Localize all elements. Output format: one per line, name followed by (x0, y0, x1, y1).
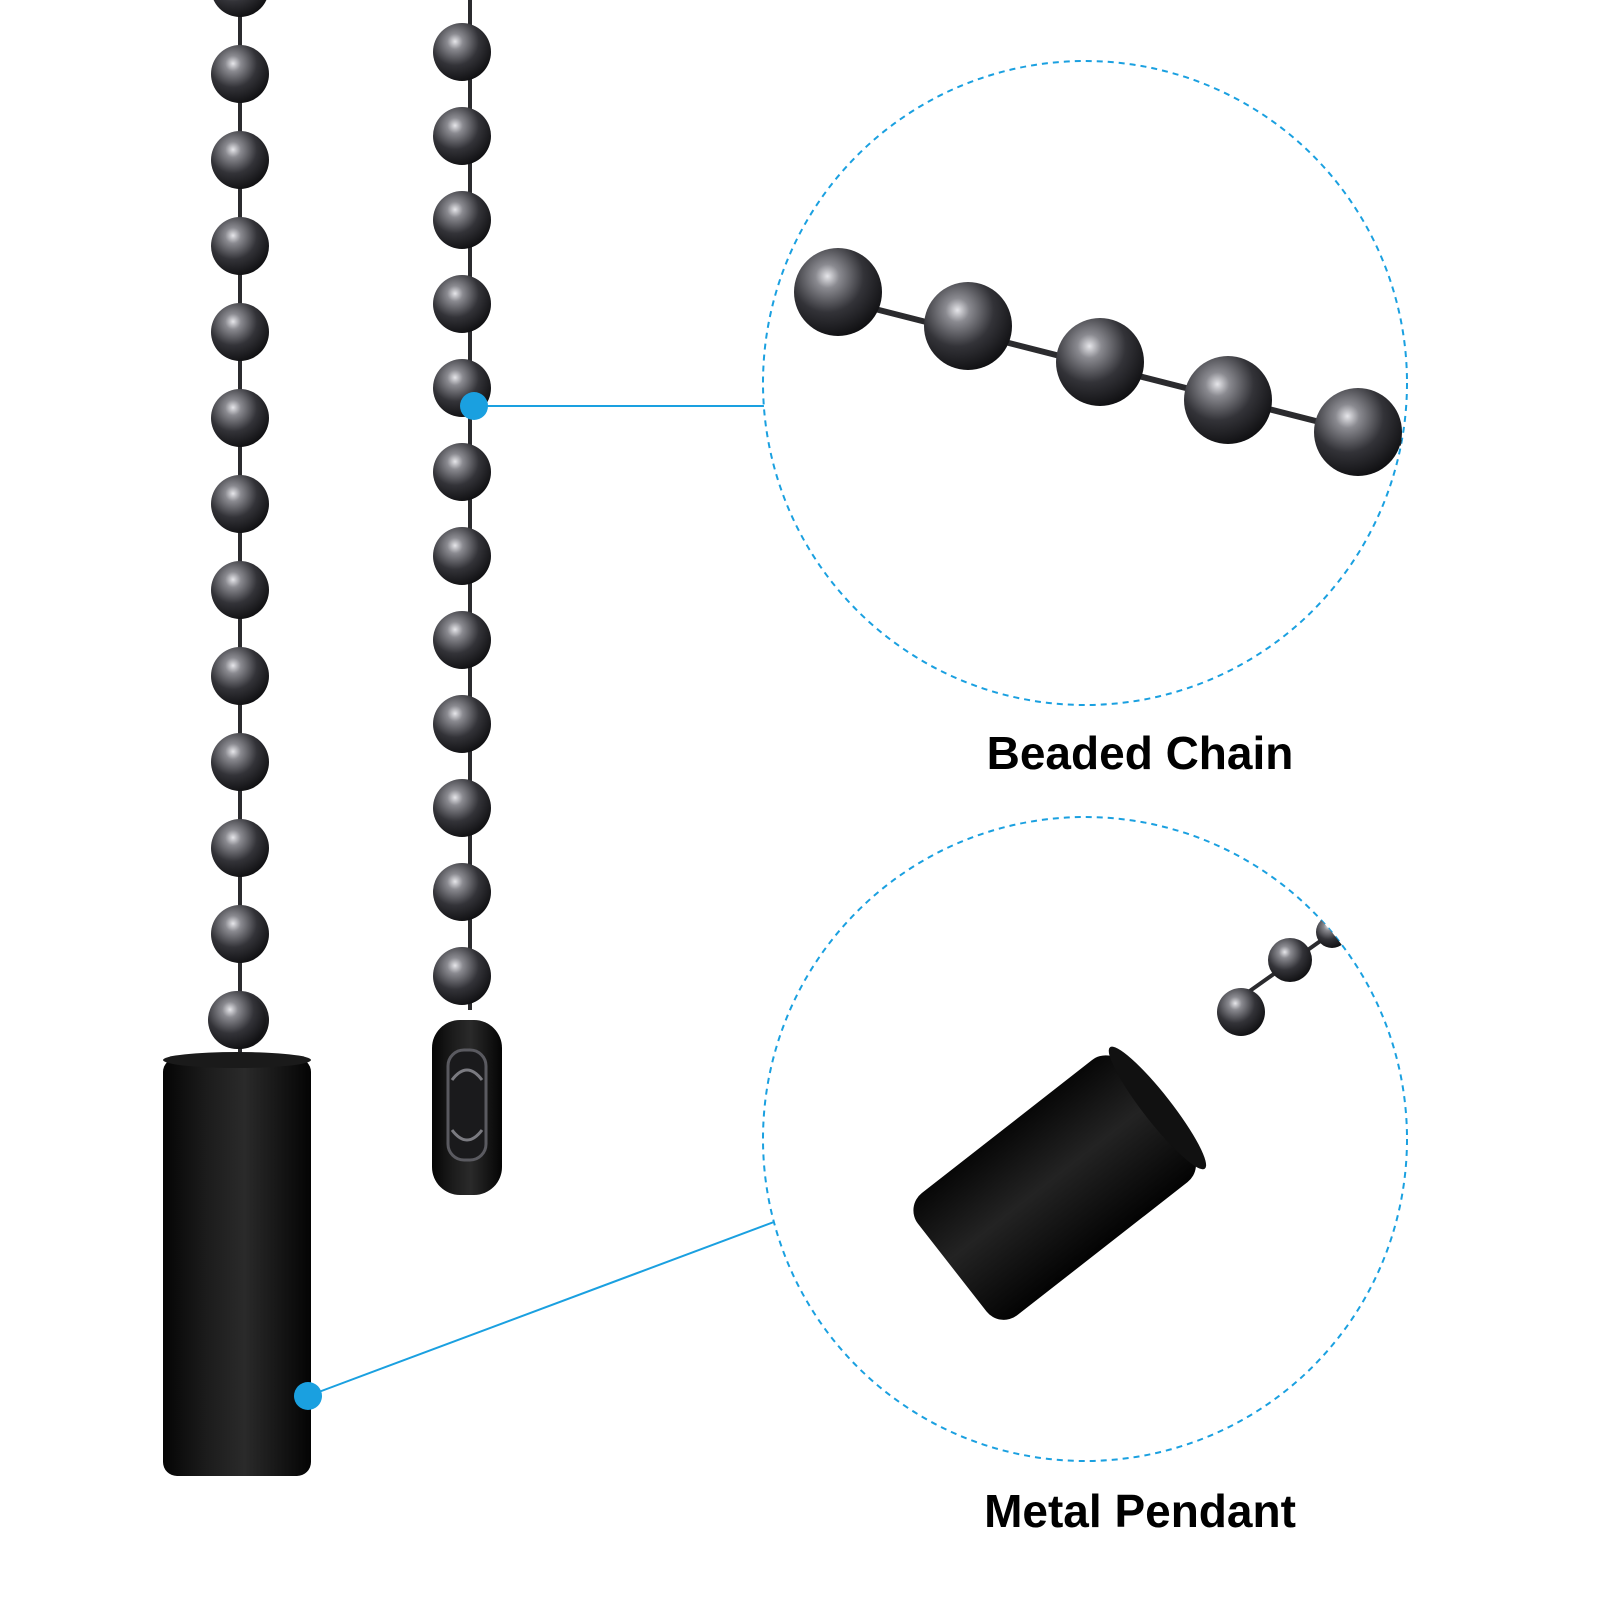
chain-bead (924, 282, 1012, 370)
chain-bead (211, 389, 269, 447)
chain-bead (433, 275, 491, 333)
chain-bead (211, 819, 269, 877)
chain-bead (433, 779, 491, 837)
left-beaded-chain (208, 0, 269, 1055)
chain-bead (211, 217, 269, 275)
chain-bead (211, 733, 269, 791)
chain-bead (1184, 356, 1272, 444)
chain-bead (213, 0, 267, 17)
chain-bead (211, 45, 269, 103)
beaded-chain-label: Beaded Chain (986, 727, 1294, 779)
chain-bead (433, 527, 491, 585)
chain-bead (433, 947, 491, 1005)
chain-bead (211, 475, 269, 533)
chain-bead (433, 107, 491, 165)
beaded-chain-closeup (794, 248, 1407, 476)
metal-pendant-closeup (913, 916, 1352, 1320)
metal-pendant-label: Metal Pendant (984, 1485, 1296, 1537)
pendant-callout (294, 816, 1408, 1462)
chain-bead (433, 863, 491, 921)
chain-bead (433, 695, 491, 753)
chain-bead (1314, 388, 1402, 476)
chain-bead (433, 611, 491, 669)
chain-connector-icon (432, 1020, 502, 1195)
chain-bead (433, 191, 491, 249)
chain-bead (211, 303, 269, 361)
chain-bead (433, 23, 491, 81)
left-metal-pendant (163, 1052, 311, 1476)
chain-bead (211, 905, 269, 963)
pendant-callout-dot (294, 1382, 322, 1410)
chain-bead (211, 131, 269, 189)
chain-bead (1056, 318, 1144, 406)
chain-bead (794, 248, 882, 336)
chain-callout (460, 60, 1408, 706)
right-beaded-chain (433, 0, 491, 1010)
chain-callout-dot (460, 392, 488, 420)
chain-bead (433, 443, 491, 501)
chain-bead (211, 561, 269, 619)
chain-bead (211, 647, 269, 705)
chain-bead (208, 991, 266, 1049)
